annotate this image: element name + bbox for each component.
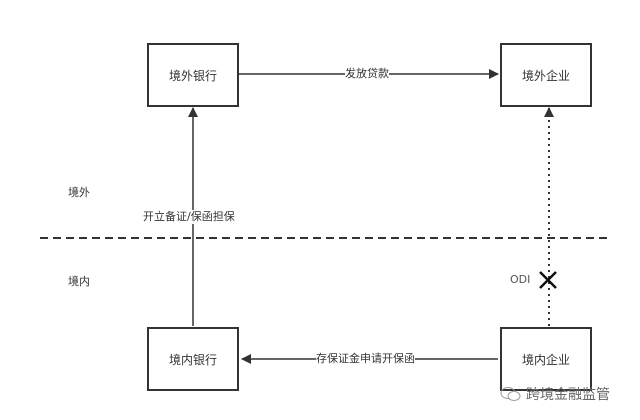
- region-onshore: 境内: [68, 275, 90, 288]
- blocked-x-icon: [539, 271, 557, 289]
- node-offshore-company: 境外企业: [500, 43, 592, 107]
- node-onshore-company-label: 境内企业: [521, 352, 570, 367]
- node-offshore-bank-label: 境外银行: [168, 68, 217, 83]
- node-onshore-bank: 境内银行: [147, 327, 239, 391]
- watermark: 跨境金融监管: [500, 384, 610, 404]
- wechat-icon: [500, 387, 521, 401]
- watermark-text: 跨境金融监管: [526, 387, 610, 403]
- node-offshore-bank: 境外银行: [147, 43, 239, 107]
- region-offshore: 境外: [68, 186, 90, 199]
- node-onshore-company: 境内企业: [500, 327, 592, 391]
- node-offshore-company-label: 境外企业: [521, 68, 570, 83]
- node-onshore-bank-label: 境内银行: [168, 352, 217, 367]
- guarantee-label: 开立备证/保函担保: [143, 210, 235, 224]
- odi-label: ODI: [510, 273, 531, 287]
- loan-label: 发放贷款: [345, 67, 389, 81]
- deposit-label: 存保证金申请开保函: [316, 352, 415, 366]
